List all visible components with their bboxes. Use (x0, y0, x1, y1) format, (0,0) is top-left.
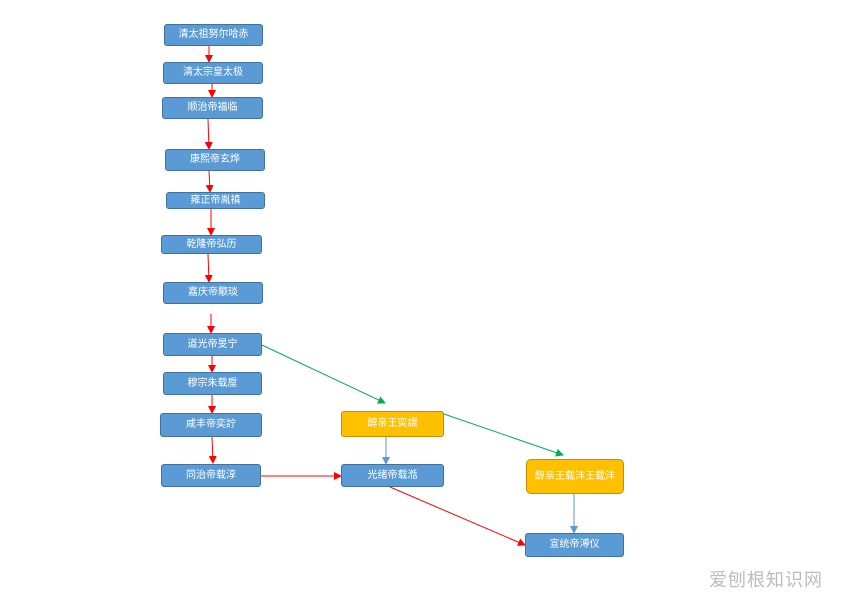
node-kangxi: 康熙帝玄烨 (165, 149, 265, 171)
watermark-text: 爱刨根知识网 (709, 570, 823, 591)
node-qianlong: 乾隆帝弘历 (161, 235, 262, 254)
node-tongzhi: 同治帝载淳 (161, 464, 261, 487)
node-xuantong: 宣统帝溥仪 (525, 533, 624, 557)
node-duke: 穆宗朱载垕 (163, 372, 262, 395)
node-daoguang: 道光帝旻宁 (163, 333, 262, 356)
node-xianfeng: 咸丰帝奕詝 (160, 413, 262, 437)
arrow-daoguang-prince-chun (261, 344, 386, 404)
arrow-xianfeng-tongzhi (208, 436, 217, 464)
node-jiaqing: 嘉庆帝颙琰 (163, 282, 263, 304)
arrow-shunzhi-kangxi (204, 118, 213, 150)
node-nurhaci: 清太祖努尔哈赤 (164, 24, 263, 46)
node-prince-chun: 醇亲王奕譞 (341, 411, 444, 437)
node-prince-chun-2: 醇亲王载沣王载沣 (526, 459, 624, 494)
node-hongtaiji: 清太宗皇太极 (163, 62, 263, 84)
arrow-kangxi-yongzheng (205, 170, 214, 193)
node-yongzheng: 雍正帝胤禛 (166, 192, 265, 209)
arrow-guangxu-xuantong (389, 486, 526, 546)
arrow-prince-chun-prince-chun-2 (443, 413, 564, 457)
node-shunzhi: 顺治帝福临 (162, 97, 263, 119)
arrow-qianlong-jiaqing (204, 253, 213, 283)
node-guangxu: 光绪帝载湉 (341, 464, 444, 487)
